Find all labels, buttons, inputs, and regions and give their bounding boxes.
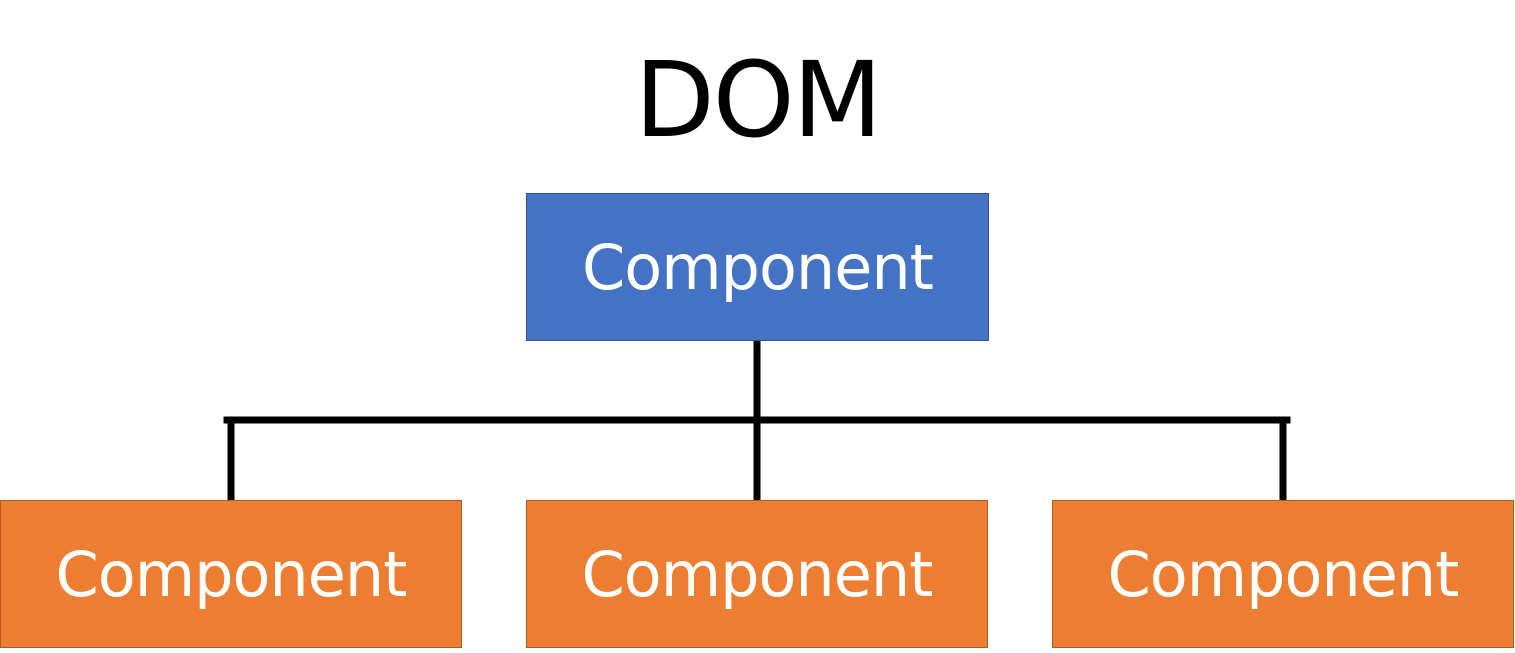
child-component-node-3: Component — [1052, 500, 1514, 648]
root-component-node: Component — [526, 193, 989, 341]
child-component-label-1: Component — [55, 537, 408, 611]
child-component-label-2: Component — [581, 537, 934, 611]
child-component-node-2: Component — [526, 500, 988, 648]
diagram-title: DOM — [634, 39, 883, 161]
root-component-label: Component — [582, 230, 934, 304]
child-component-label-3: Component — [1107, 537, 1460, 611]
child-component-node-1: Component — [0, 500, 462, 648]
